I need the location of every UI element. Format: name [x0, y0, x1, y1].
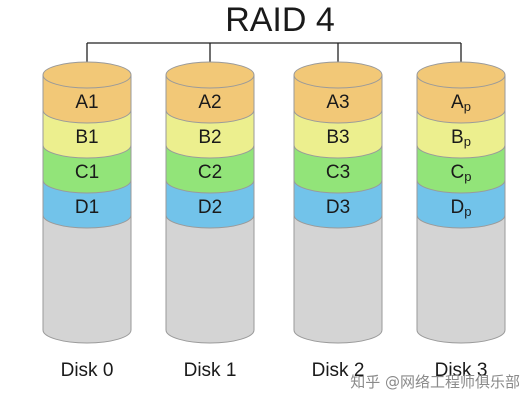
block-label: D1 — [75, 197, 99, 218]
connector-lines — [86, 42, 462, 75]
block-stripe — [293, 74, 383, 124]
block-stripe — [416, 179, 506, 229]
block-label: C2 — [198, 162, 222, 183]
disk-label: Disk 1 — [184, 360, 237, 381]
disk-label: Disk 0 — [61, 360, 114, 381]
block-stripe — [165, 74, 255, 124]
block-stripe — [42, 144, 132, 194]
block-stripe — [293, 179, 383, 229]
block-label: B3 — [326, 127, 349, 148]
disk-top — [165, 61, 255, 89]
disk-top — [42, 61, 132, 89]
block-stripe — [416, 74, 506, 124]
block-stripe — [42, 179, 132, 229]
block-stripe — [293, 109, 383, 159]
block-stripe — [165, 144, 255, 194]
block-label: D3 — [326, 197, 350, 218]
block-label: D2 — [198, 197, 222, 218]
block-stripe — [416, 144, 506, 194]
block-stripe — [416, 109, 506, 159]
disk-label: Disk 3 — [435, 360, 488, 381]
block-label: A2 — [198, 92, 221, 113]
disk-top — [293, 61, 383, 89]
block-label: C1 — [75, 162, 99, 183]
block-label: C3 — [326, 162, 350, 183]
block-stripe — [42, 74, 132, 124]
block-label: A1 — [75, 92, 98, 113]
block-stripe — [42, 109, 132, 159]
block-stripe — [293, 144, 383, 194]
watermark: 知乎 @网络工程师俱乐部 — [350, 373, 520, 391]
disk-label: Disk 2 — [312, 360, 365, 381]
diagram-title: RAID 4 — [225, 1, 335, 39]
disk-top — [416, 61, 506, 89]
block-label: B2 — [198, 127, 221, 148]
block-label: B1 — [75, 127, 98, 148]
block-stripe — [165, 179, 255, 229]
block-stripe — [165, 109, 255, 159]
block-label: A3 — [326, 92, 349, 113]
